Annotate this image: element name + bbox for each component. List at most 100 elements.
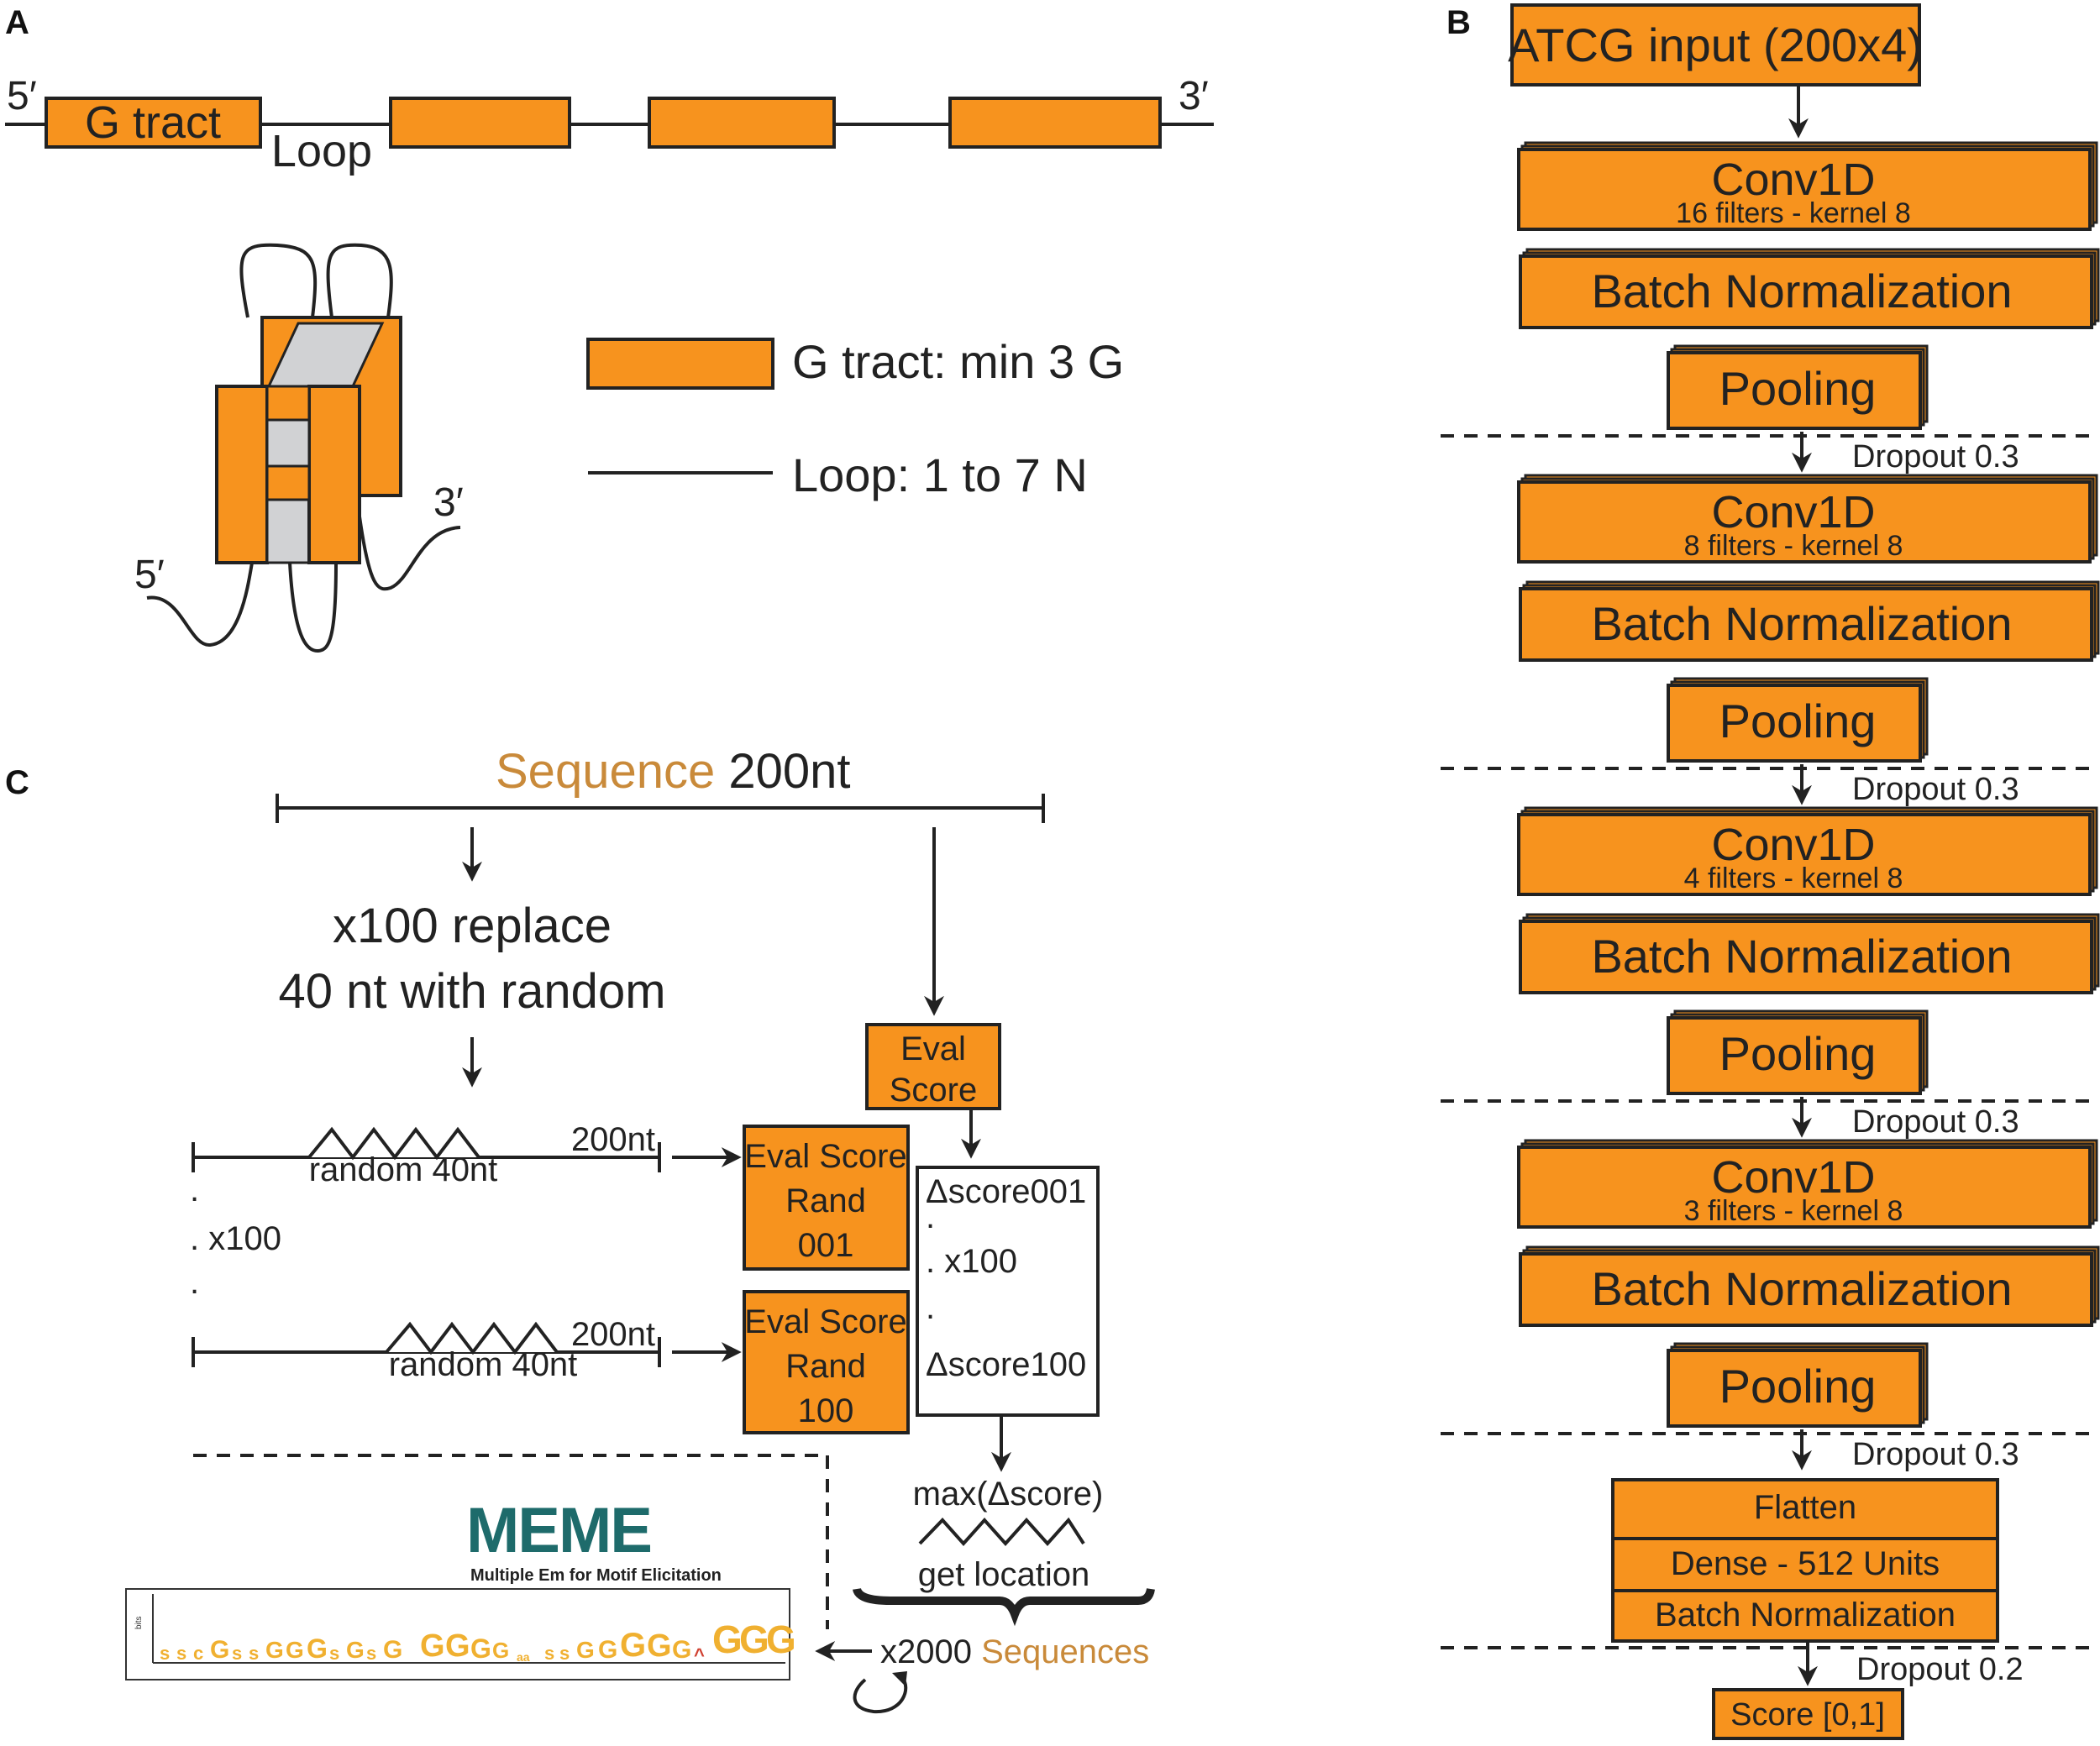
batchnorm-box-1 — [1519, 254, 2093, 329]
three-prime-label: 3′ — [1179, 74, 1209, 118]
sequence-title: Sequence 200nt — [496, 744, 851, 799]
curly-brace — [853, 1587, 1155, 1627]
svg-text:.: . — [190, 1172, 199, 1209]
rand100-line-1: Eval Score — [744, 1303, 906, 1340]
panel-b-label: B — [1446, 4, 1471, 41]
delta-last: Δscore100 — [926, 1346, 1086, 1383]
panel-c-label: C — [5, 764, 29, 801]
dots-x100: . x100 — [190, 1220, 281, 1257]
svg-text:G: G — [420, 1628, 445, 1664]
svg-text:G: G — [445, 1628, 470, 1664]
svg-text:G: G — [265, 1637, 284, 1663]
dropout-label-3: Dropout 0.3 — [1852, 1104, 2019, 1140]
flatten-box — [1611, 1478, 1999, 1540]
batchnorm-label-3: Batch Normalization — [1591, 930, 2012, 983]
g-tract-box-1 — [45, 97, 262, 149]
nt200-label-1: 200nt — [571, 1121, 655, 1158]
svg-text:s: s — [544, 1643, 554, 1664]
svg-text:s: s — [176, 1643, 186, 1664]
x2000-text: x2000 — [880, 1633, 972, 1670]
conv1d-box-1 — [1517, 148, 2092, 231]
quadruplex-illustration: 5′ 3′ — [134, 243, 464, 653]
dense-label: Dense - 512 Units — [1671, 1545, 1940, 1582]
svg-text:G: G — [210, 1636, 229, 1664]
svg-text:s: s — [160, 1643, 170, 1664]
svg-text:.: . — [190, 1264, 199, 1301]
svg-text:s: s — [249, 1643, 259, 1664]
dropout-label-1: Dropout 0.3 — [1852, 439, 2019, 475]
motif-logo: bits s s c G s s G G G s G s G G G G G a… — [125, 1588, 796, 1680]
score-box — [1712, 1688, 1904, 1740]
batchnorm-label-2: Batch Normalization — [1591, 597, 2012, 650]
svg-text:G: G — [672, 1636, 691, 1664]
delta-first: Δscore001 — [926, 1173, 1086, 1210]
dense-box — [1611, 1537, 1999, 1592]
dropout-label-2: Dropout 0.3 — [1852, 772, 2019, 807]
quad-three-prime: 3′ — [433, 480, 464, 525]
conv1d-label-3: Conv1D — [1711, 820, 1875, 870]
panel-a: A 5′ 3′ G tract Loop 5′ 3′ — [5, 4, 1214, 653]
conv1d-box-3 — [1517, 813, 2092, 896]
logo-bits-label: bits — [134, 1616, 144, 1629]
random-40nt-label-2: random 40nt — [389, 1346, 578, 1383]
eval-score-box — [865, 1023, 1001, 1110]
input-box — [1510, 3, 1921, 87]
pooling-box-2 — [1667, 684, 1922, 763]
eval-line-2: Score — [890, 1072, 978, 1109]
sequence-word: Sequence — [496, 744, 715, 799]
delta-score-box — [916, 1166, 1100, 1417]
svg-text:G: G — [307, 1633, 328, 1664]
conv1d-box-4 — [1517, 1146, 2092, 1229]
conv1d-label-4: Conv1D — [1711, 1152, 1875, 1203]
svg-text:G: G — [739, 1618, 769, 1661]
svg-text:aa: aa — [517, 1650, 530, 1664]
final-batchnorm-label: Batch Normalization — [1655, 1597, 1956, 1633]
nt200-label-2: 200nt — [571, 1316, 655, 1353]
delta-mid: . x100 — [926, 1243, 1017, 1280]
svg-text:G: G — [766, 1618, 796, 1661]
final-batchnorm-box — [1611, 1589, 1999, 1643]
g-tract-box-3 — [648, 97, 836, 149]
svg-text:G: G — [470, 1633, 491, 1664]
flatten-label: Flatten — [1754, 1489, 1856, 1526]
random-40nt-label-1: random 40nt — [309, 1151, 498, 1188]
rand100-line-3: 100 — [798, 1392, 854, 1429]
pooling-label-4: Pooling — [1719, 1360, 1877, 1413]
x2000-sequences: x2000 Sequences — [880, 1633, 1149, 1670]
pooling-label-2: Pooling — [1719, 695, 1877, 747]
legend-loop-text: Loop: 1 to 7 N — [792, 448, 1088, 501]
loop-label: Loop — [271, 126, 372, 176]
svg-text:s: s — [559, 1643, 570, 1664]
svg-text:.: . — [926, 1289, 935, 1326]
conv1d-label-2: Conv1D — [1711, 487, 1875, 537]
svg-text:G: G — [576, 1637, 595, 1663]
pooling-box-3 — [1667, 1016, 1922, 1095]
dropout-final-label: Dropout 0.2 — [1856, 1652, 2024, 1687]
eval-line-1: Eval — [900, 1030, 966, 1067]
g-tract-box-2 — [389, 97, 571, 149]
quad-five-prime: 5′ — [134, 553, 165, 597]
svg-text:^: ^ — [694, 1644, 705, 1665]
svg-text:G: G — [712, 1618, 743, 1661]
conv1d-filters-1: 16 filters - kernel 8 — [1676, 197, 1911, 229]
conv1d-filters-3: 4 filters - kernel 8 — [1684, 863, 1903, 894]
pooling-box-1 — [1667, 351, 1922, 430]
batchnorm-label-4: Batch Normalization — [1591, 1262, 2012, 1315]
svg-text:.: . — [926, 1198, 935, 1235]
eval-rand-001-box — [743, 1125, 910, 1271]
batchnorm-box-4 — [1519, 1252, 2093, 1327]
meme-logo: MEME — [466, 1495, 651, 1566]
conv1d-filters-4: 3 filters - kernel 8 — [1684, 1195, 1903, 1227]
svg-text:G: G — [346, 1637, 365, 1663]
g-tract-label: G tract — [85, 97, 221, 148]
dropout-label-4: Dropout 0.3 — [1852, 1437, 2019, 1472]
g-tract-box-4 — [948, 97, 1162, 149]
eval-rand-100-box — [743, 1290, 910, 1434]
panel-c: C Sequence 200nt x100 replace 40 nt with… — [5, 744, 1155, 1714]
conv1d-box-2 — [1517, 480, 2092, 564]
svg-text:s: s — [366, 1643, 376, 1664]
legend-g-swatch — [586, 338, 774, 390]
svg-text:G: G — [383, 1636, 402, 1664]
